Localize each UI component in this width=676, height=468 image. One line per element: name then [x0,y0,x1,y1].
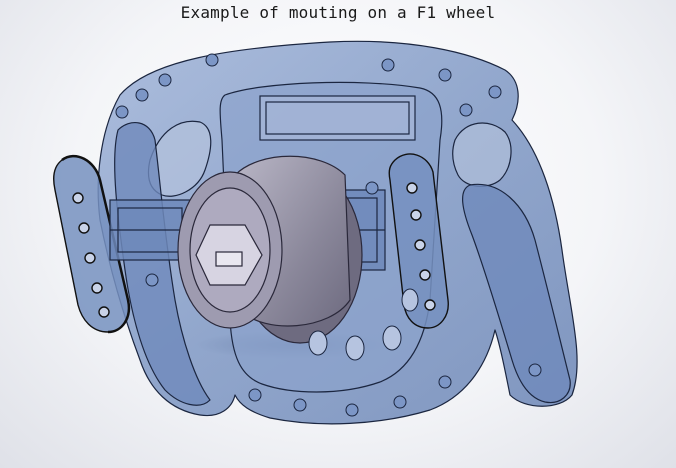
right-shift-paddle[interactable] [388,153,449,329]
page-title: Example of mouting on a F1 wheel [180,3,496,22]
plate-holes [308,288,419,361]
left-shift-paddle[interactable] [53,154,131,334]
display-window [259,95,416,141]
hex-nut-icon [115,53,542,417]
quick-release-hub[interactable] [177,155,363,344]
left-mount-bracket [109,199,191,261]
